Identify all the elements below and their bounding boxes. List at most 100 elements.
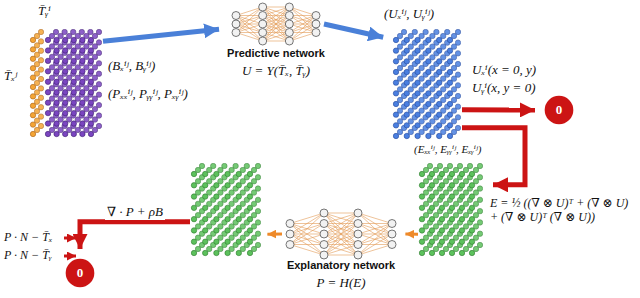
grid-dot [71, 131, 76, 136]
network-title: Explanatory network [287, 259, 395, 272]
grid-dot [45, 110, 50, 115]
grid-dot [447, 123, 452, 128]
network-link [358, 213, 392, 245]
grid-dot [404, 123, 409, 128]
grid-dot [419, 183, 424, 188]
grid-dot [404, 80, 409, 85]
grid-dot [419, 216, 424, 221]
grid-dot [404, 69, 409, 74]
grid-dot [415, 37, 420, 42]
network-link [324, 213, 358, 234]
grid-dot [236, 194, 241, 199]
dot-grid [191, 163, 260, 255]
network-link [324, 213, 358, 245]
grid-dot [404, 112, 409, 117]
neuron [388, 220, 396, 228]
grid-dot [62, 110, 67, 115]
grid-dot [214, 228, 219, 233]
grid-dot [447, 48, 452, 53]
grid-dot [426, 91, 431, 96]
grid-dot [54, 58, 59, 63]
neuron [286, 241, 294, 249]
grid-dot [447, 69, 452, 74]
grid-dot [429, 183, 434, 188]
grid-dot [459, 171, 464, 176]
grid-dot [404, 48, 409, 53]
neuron [286, 230, 294, 238]
grid-dot [449, 205, 454, 210]
grid-dot [449, 216, 454, 221]
grid-dot [415, 69, 420, 74]
grid-dot [469, 171, 474, 176]
grid-dot [437, 69, 442, 74]
grid-dot [449, 194, 454, 199]
grid-dot [30, 66, 35, 71]
neuron [232, 20, 240, 28]
grid-dot [54, 69, 59, 74]
network-node: Explanatory networkP = H(E) [282, 208, 400, 260]
network-link [290, 224, 324, 245]
grid-dot [203, 171, 208, 176]
grid-dot [62, 100, 67, 105]
grid-dot [80, 131, 85, 136]
grid-dot [45, 131, 50, 136]
grid-dot [191, 239, 196, 244]
network-link [358, 224, 392, 256]
network-link [324, 245, 358, 256]
grid-dot [469, 250, 474, 255]
grid-dot [45, 79, 50, 84]
math-label: Uᵧⁱ(x, y = 0) [472, 80, 535, 96]
grid-dot [30, 113, 35, 118]
boundary-stub [64, 255, 76, 258]
network-link [358, 223, 392, 224]
grid-dot [247, 194, 252, 199]
grid-dot [429, 250, 434, 255]
network-link [290, 234, 324, 255]
grid-dot [191, 205, 196, 210]
neuron [312, 29, 320, 37]
grid-dot [429, 239, 434, 244]
dot-grid [30, 29, 43, 136]
grid-dot [429, 228, 434, 233]
grid-dot [225, 205, 230, 210]
neuron [285, 3, 293, 11]
network-link [290, 213, 324, 224]
grid-dot [62, 37, 67, 42]
grid-dot [429, 171, 434, 176]
network-link [358, 245, 392, 256]
math-label: (Uₓⁱʲ, Uᵧⁱʲ) [384, 6, 434, 22]
edge-label: ∇ · P + ρB [105, 204, 165, 220]
grid-dot [214, 171, 219, 176]
grid-dot [225, 228, 230, 233]
grid-dot [88, 37, 93, 42]
grid-dot [469, 228, 474, 233]
grid-dot [62, 90, 67, 95]
grid-dot [426, 59, 431, 64]
grid-dot [426, 133, 431, 138]
grid-dot [437, 112, 442, 117]
grid-dot [415, 59, 420, 64]
neuron [354, 209, 362, 217]
grid-dot [88, 100, 93, 105]
grid-dot [80, 37, 85, 42]
grid-dot [393, 112, 398, 117]
grid-dot [54, 37, 59, 42]
grid-dot [203, 216, 208, 221]
neuron [312, 12, 320, 20]
grid-dot [62, 131, 67, 136]
network-link [263, 7, 290, 33]
grid-dot [45, 100, 50, 105]
grid-dot [439, 216, 444, 221]
network-node: Predictive networkU = Υ(T̄ₓ, T̄ᵧ) [228, 2, 324, 46]
grid-dot [225, 250, 230, 255]
grid-dot [415, 91, 420, 96]
grid-dot [469, 216, 474, 221]
neuron [285, 12, 293, 20]
network-link [290, 213, 324, 234]
network-link [290, 234, 324, 245]
neuron [232, 29, 240, 37]
grid-dot [439, 239, 444, 244]
